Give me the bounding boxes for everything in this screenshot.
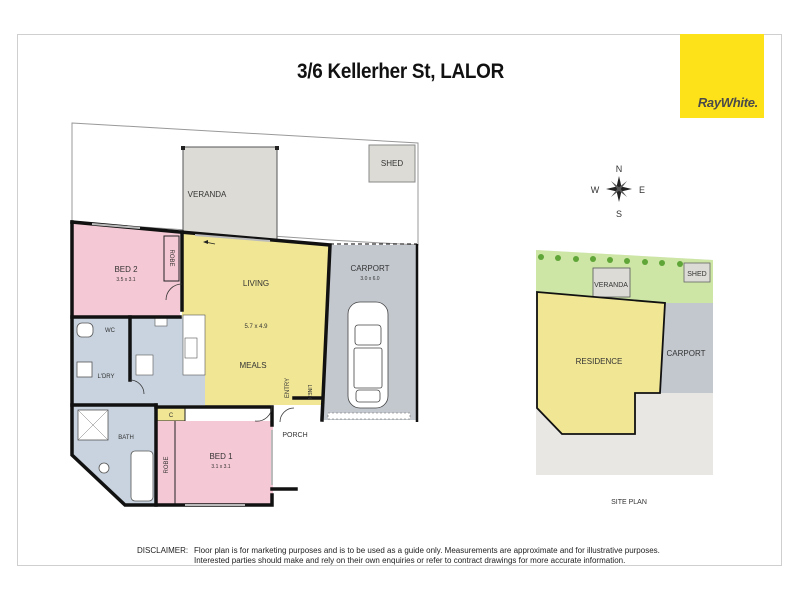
meals-label: MEALS xyxy=(239,361,266,370)
brand-name: RayWhite. xyxy=(697,95,758,110)
veranda-label: VERANDA xyxy=(188,190,227,199)
robe-bed1-label: ROBE xyxy=(164,456,170,473)
living-meals-area xyxy=(182,232,330,406)
linen-label: LINEN xyxy=(306,385,312,400)
porch-label: PORCH xyxy=(282,432,307,439)
site-shed-label: SHED xyxy=(687,271,706,278)
compass-north: N xyxy=(616,164,623,174)
shed-area xyxy=(368,144,416,183)
laundry-label: L'DRY xyxy=(97,374,114,380)
compass-south: S xyxy=(616,209,622,219)
site-carport-label: CARPORT xyxy=(667,349,706,358)
disclaimer-line1: Floor plan is for marketing purposes and… xyxy=(194,546,660,555)
entry-label: ENTRY xyxy=(285,378,291,398)
bed2-label: BED 2 xyxy=(114,265,138,274)
compass-east: E xyxy=(639,185,645,195)
carport-size: 3.0 x 6.0 xyxy=(360,276,379,282)
car-icon xyxy=(347,301,389,409)
disclaimer: DISCLAIMER: Floor plan is for marketing p… xyxy=(137,546,660,566)
disclaimer-label: DISCLAIMER: xyxy=(137,546,189,555)
bath-label: BATH xyxy=(118,435,134,441)
wc-label: WC xyxy=(105,328,116,334)
page-frame xyxy=(17,34,782,566)
wc-laundry-area xyxy=(72,317,130,405)
robe-bed2-label: ROBE xyxy=(168,249,174,266)
veranda-area xyxy=(182,146,278,240)
living-label: LIVING xyxy=(243,279,269,288)
site-veranda-label: VERANDA xyxy=(594,282,628,289)
compass-icon: N S E W xyxy=(591,164,645,219)
shed-label: SHED xyxy=(381,159,403,168)
disclaimer-line2: Interested parties should make and rely … xyxy=(194,556,626,565)
living-size: 5.7 x 4.9 xyxy=(244,324,268,330)
cupboard-label: C xyxy=(169,413,174,419)
site-plan: RESIDENCE CARPORT VERANDA SHED SITE PLAN xyxy=(536,250,713,506)
carport-label: CARPORT xyxy=(351,264,390,273)
bed2-area xyxy=(72,222,180,317)
raywhite-logo: RayWhite. xyxy=(680,34,764,118)
site-residence-label: RESIDENCE xyxy=(576,357,623,366)
bed2-size: 3.5 x 3.1 xyxy=(116,277,135,283)
bed1-size: 3.1 x 3.1 xyxy=(211,464,230,470)
property-address-title: 3/6 Kellerher St, LALOR xyxy=(297,60,504,83)
compass-west: W xyxy=(591,185,600,195)
bed1-label: BED 1 xyxy=(209,452,233,461)
site-plan-caption: SITE PLAN xyxy=(611,499,647,506)
bed1-area xyxy=(156,421,273,505)
